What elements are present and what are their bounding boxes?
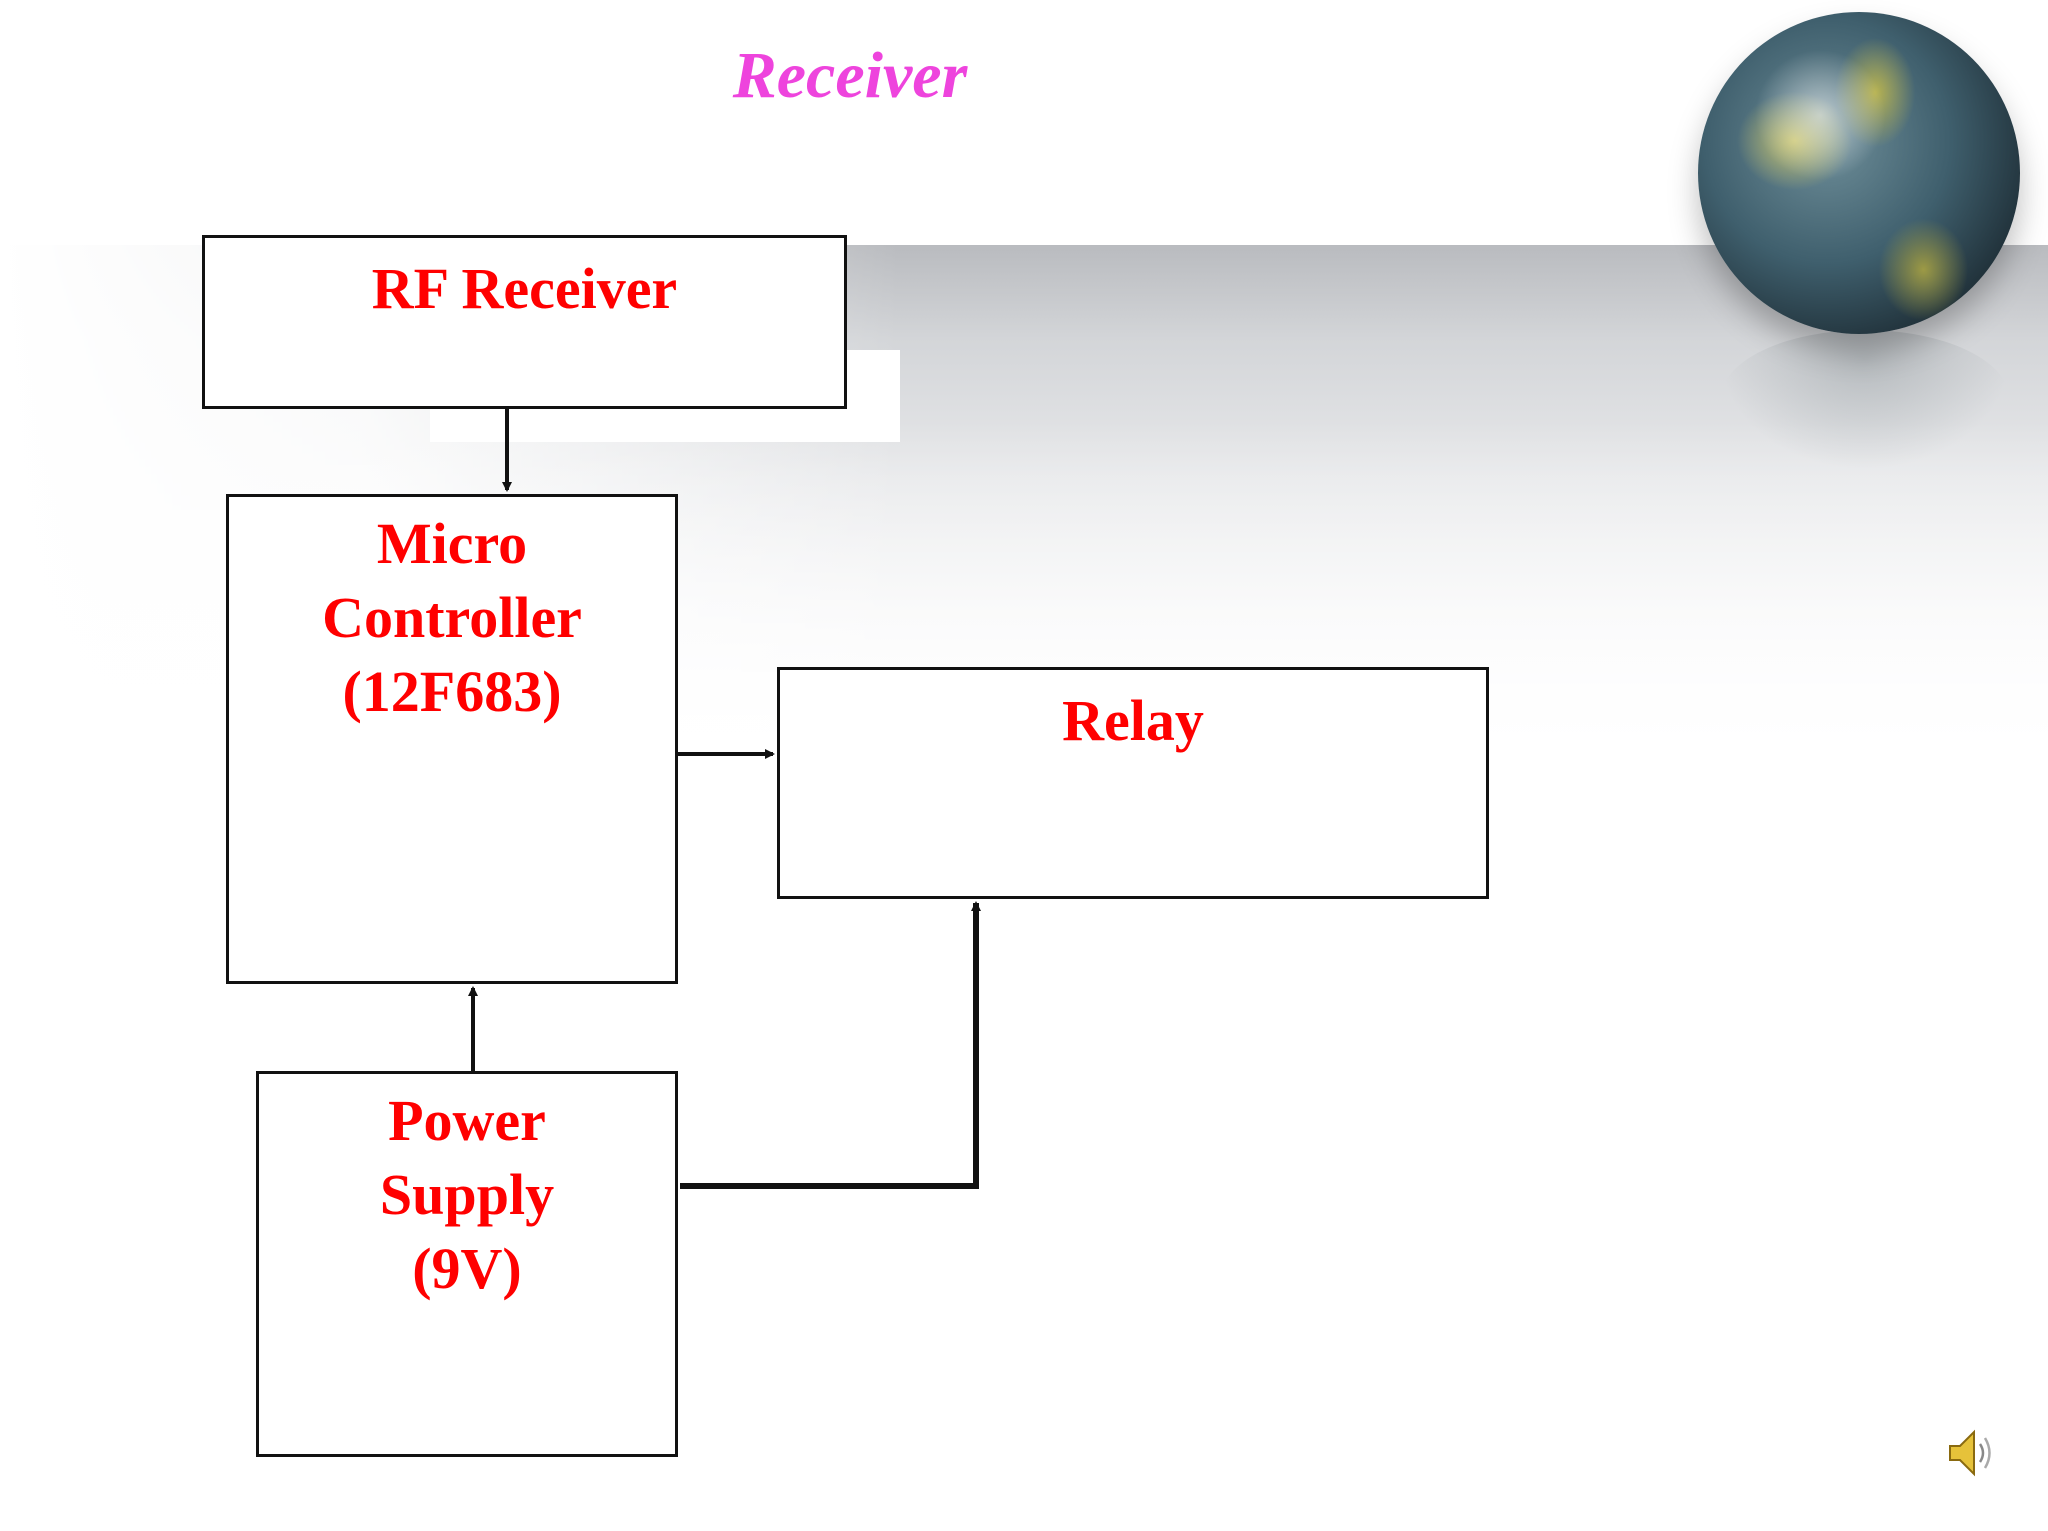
micro-controller-label-line-1: Micro xyxy=(376,511,528,576)
relay-block: Relay xyxy=(777,667,1489,899)
micro-controller-label-line-3: (12F683) xyxy=(342,659,562,724)
power-supply-label-line-1: Power xyxy=(388,1088,546,1153)
relay-label: Relay xyxy=(1062,688,1204,753)
rf-receiver-label: RF Receiver xyxy=(371,256,678,321)
micro-controller-block: Micro Controller (12F683) xyxy=(226,494,678,984)
micro-controller-label-line-2: Controller xyxy=(322,585,582,650)
power-supply-label-line-3: (9V) xyxy=(412,1236,522,1301)
rf-receiver-block: RF Receiver xyxy=(202,235,847,409)
power-supply-block: Power Supply (9V) xyxy=(256,1071,678,1457)
arrow-psu-to-relay xyxy=(680,901,981,1189)
speaker-icon[interactable] xyxy=(1944,1424,2000,1482)
slide-title: Receiver xyxy=(732,39,968,112)
globe-reflection xyxy=(1720,330,2010,470)
power-supply-label-line-2: Supply xyxy=(379,1162,555,1227)
globe-icon xyxy=(1698,12,2020,334)
